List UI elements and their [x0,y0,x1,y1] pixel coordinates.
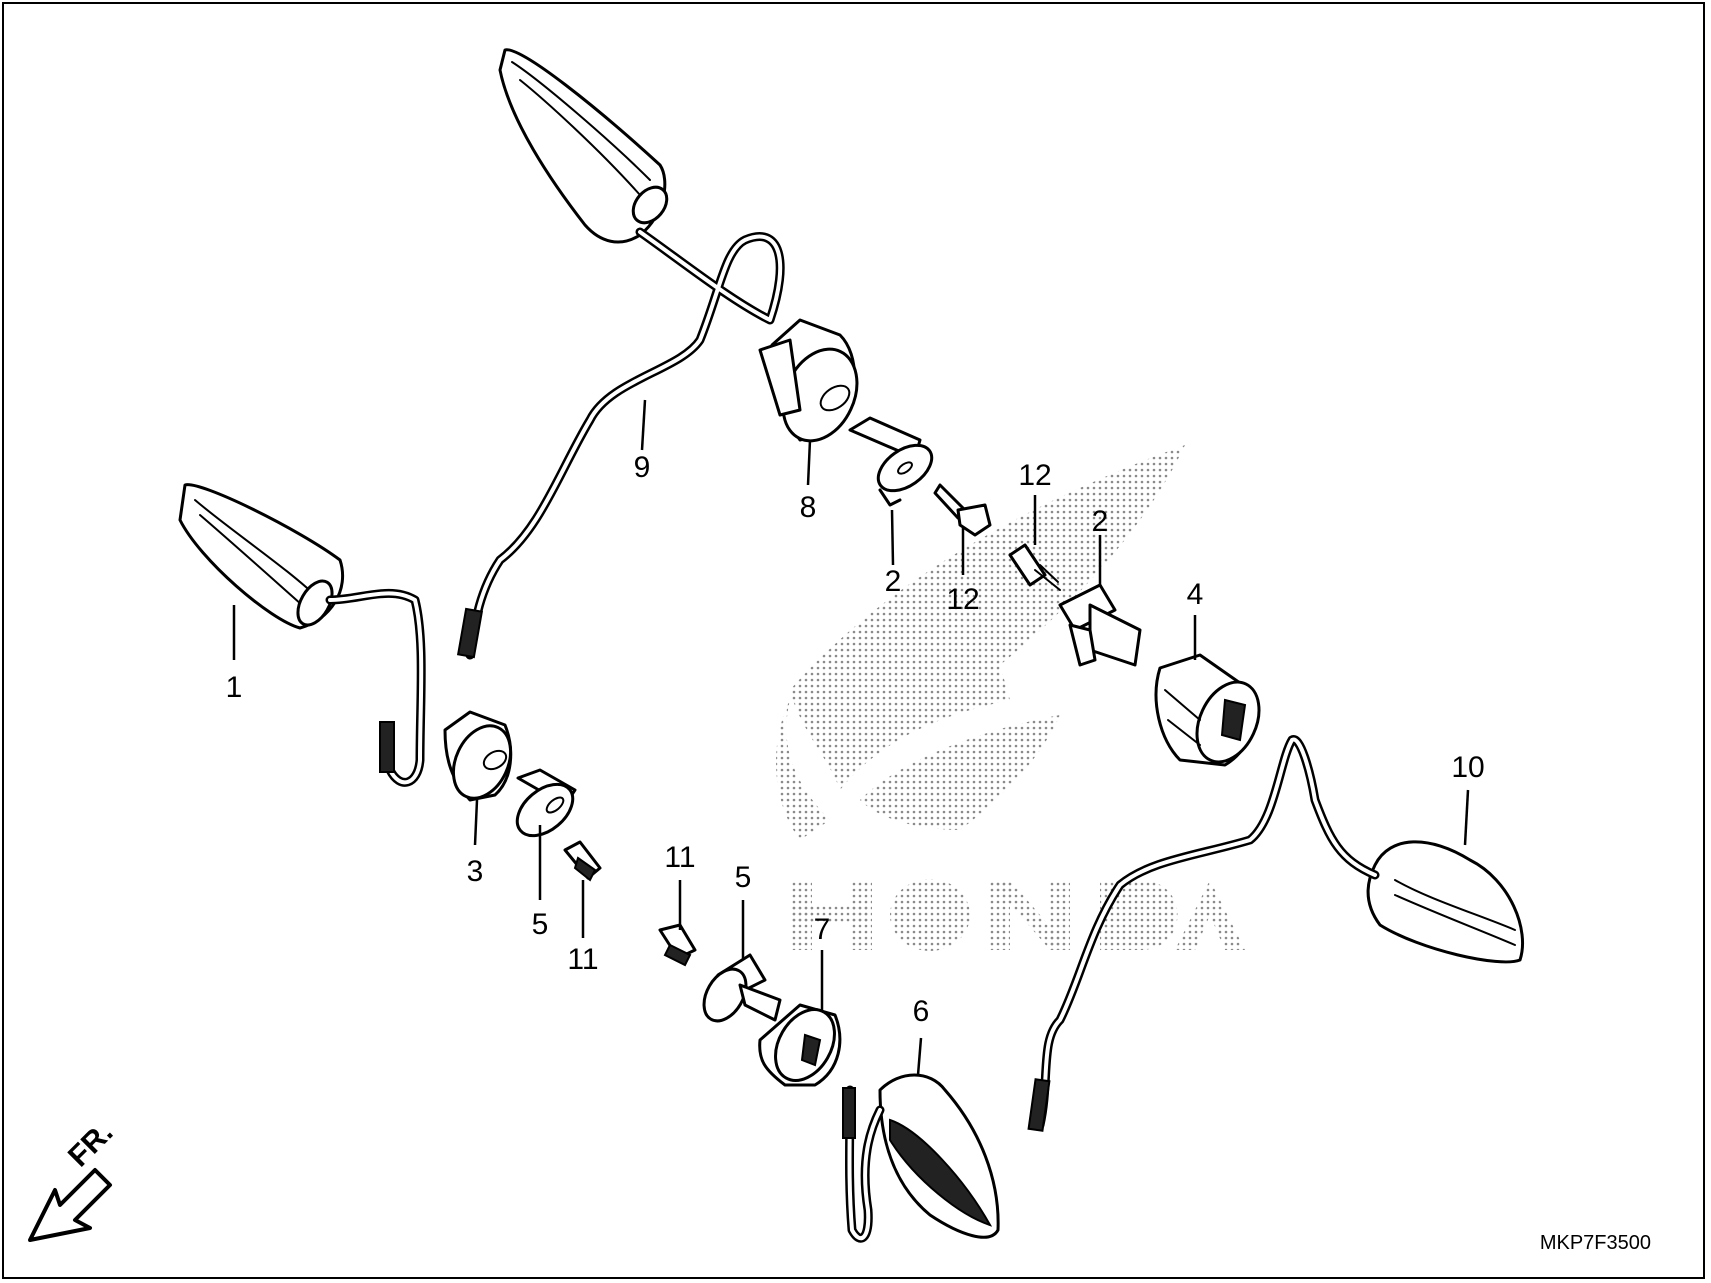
honda-wing-watermark [776,445,1185,840]
winker-rear-right [1027,735,1525,1132]
bolt-11-left [563,840,602,882]
callout-5-left: 5 [531,908,549,941]
callout-8: 8 [799,491,817,524]
socket-4 [1154,653,1261,767]
callout-1: 1 [225,671,243,704]
collar-2-middle [1058,583,1142,667]
callout-3: 3 [466,855,484,888]
callout-10: 10 [1451,751,1485,784]
drawing-code: MKP7F3500 [1539,1232,1651,1254]
socket-7 [758,1003,842,1087]
callout-11-lower: 11 [664,841,696,874]
leader-lines [232,399,1470,1076]
callout-2-middle: 2 [1091,505,1109,538]
bolt-12-upper [933,483,992,537]
rubber-mount-3 [443,710,513,802]
winker-front-right [842,1073,1000,1243]
rubber-mount-8 [758,318,859,443]
callout-4: 4 [1186,578,1204,611]
callout-2-upper: 2 [884,565,902,598]
bolt-11-lower [658,923,697,967]
collar-5-lower [702,953,782,1023]
bolt-12-middle [1008,543,1061,591]
front-arrow-icon [28,1168,112,1242]
collar-5-left [515,768,577,838]
callout-5-lower: 5 [734,861,752,894]
collar-2-upper [848,416,934,507]
callout-6: 6 [912,995,930,1028]
callout-12-upper: 12 [946,583,980,616]
winker-rear-left [456,48,785,660]
winker-front-left [178,483,426,787]
callout-9: 9 [633,451,651,484]
callout-7: 7 [813,913,831,946]
callout-12-middle: 12 [1018,459,1052,492]
callout-11-left: 11 [567,943,599,976]
honda-text-watermark [790,879,1245,951]
